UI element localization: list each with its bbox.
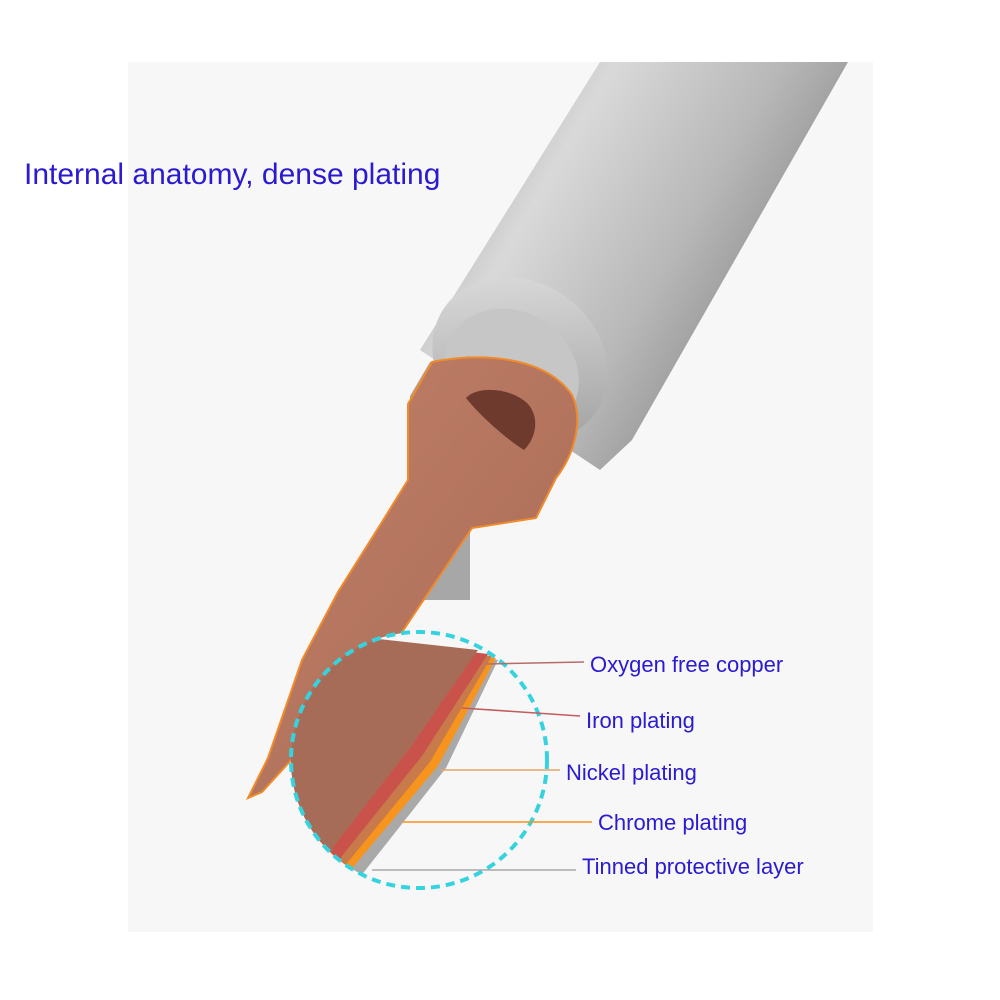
label-nickel-plating: Nickel plating bbox=[566, 760, 697, 785]
magnifier-detail bbox=[291, 632, 547, 888]
label-oxygen-free-copper: Oxygen free copper bbox=[590, 652, 784, 677]
leader-lines bbox=[372, 661, 592, 871]
magnifier-ring bbox=[289, 630, 549, 890]
copper-layer bbox=[291, 632, 478, 888]
label-iron-plating: Iron plating bbox=[586, 708, 695, 733]
diagram-title: Internal anatomy, dense plating bbox=[24, 158, 441, 191]
label-tinned-protective-layer: Tinned protective layer bbox=[582, 854, 804, 879]
label-chrome-plating: Chrome plating bbox=[598, 810, 748, 835]
heater-hole bbox=[466, 389, 536, 450]
